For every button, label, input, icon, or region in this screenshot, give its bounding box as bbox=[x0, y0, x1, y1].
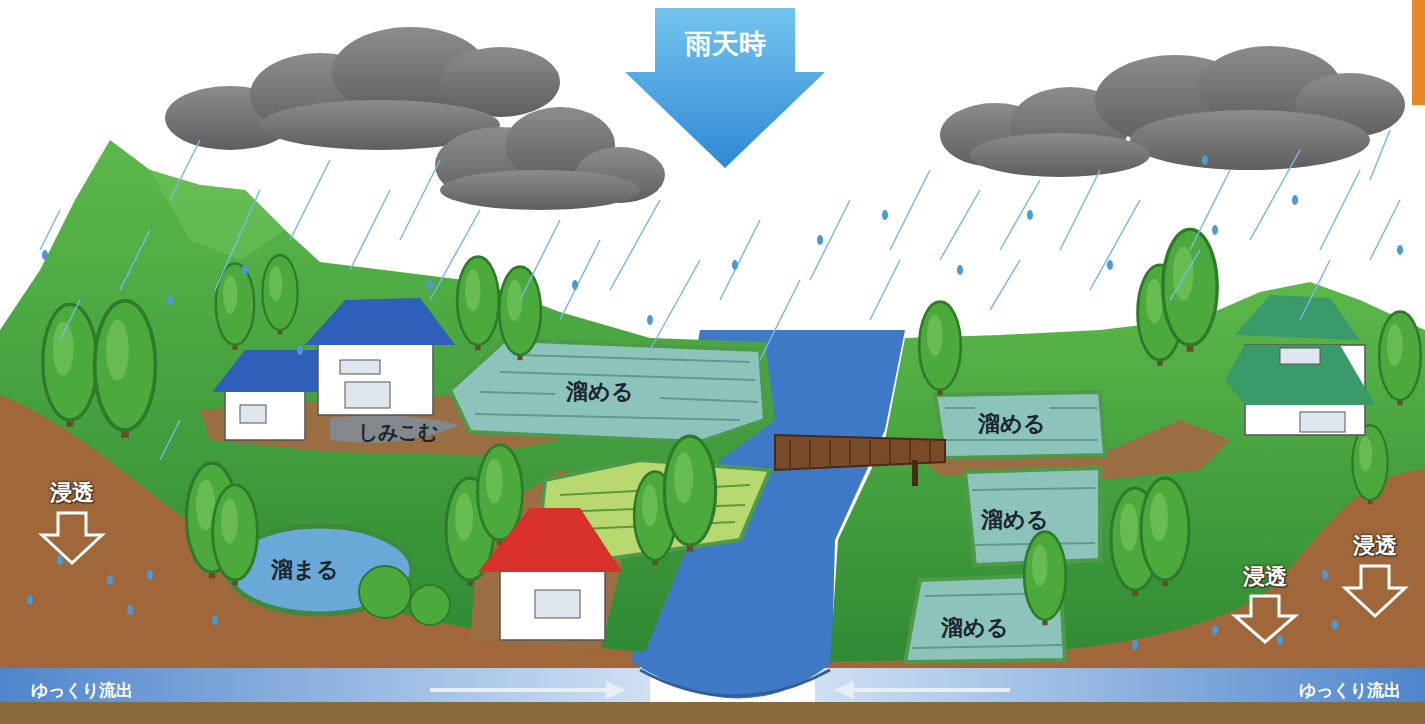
house-window bbox=[1280, 348, 1320, 364]
outflow-label: ゆっくり流出 bbox=[31, 680, 133, 700]
cloud bbox=[165, 27, 665, 210]
infiltration-arrow bbox=[1235, 596, 1295, 642]
infiltration-label: 浸透 bbox=[1353, 533, 1397, 559]
house-wall bbox=[500, 565, 605, 640]
house-window bbox=[1300, 412, 1345, 432]
groundwater-band bbox=[0, 668, 650, 702]
arrow-body bbox=[625, 8, 825, 168]
store-label: 溜める bbox=[981, 507, 1049, 533]
cloud-puff bbox=[970, 133, 1150, 177]
house-green bbox=[1225, 295, 1375, 435]
left-land bbox=[0, 140, 775, 652]
store-label: 溜める bbox=[941, 615, 1009, 641]
infiltration-label: 浸透 bbox=[1243, 564, 1287, 590]
tree bbox=[1163, 229, 1217, 351]
infiltration-label: 浸透 bbox=[50, 480, 94, 506]
paddy-rows bbox=[945, 408, 1098, 440]
paddy-rows bbox=[475, 355, 758, 420]
mountain-highlight bbox=[150, 170, 285, 260]
tree bbox=[43, 304, 97, 426]
bush bbox=[359, 566, 411, 618]
bedrock bbox=[0, 702, 1425, 724]
paddy-field bbox=[450, 340, 765, 442]
bridge-planks bbox=[790, 440, 930, 468]
tree bbox=[95, 301, 156, 438]
groundwater-band bbox=[815, 668, 1425, 702]
tree bbox=[213, 485, 258, 586]
paddy-rows bbox=[972, 488, 1095, 545]
tree bbox=[664, 436, 715, 551]
cloud-puff bbox=[1130, 110, 1370, 170]
pond-label: 溜まる bbox=[271, 557, 339, 583]
house-roof bbox=[1225, 345, 1375, 405]
tree bbox=[457, 257, 499, 351]
flow-arrowhead bbox=[606, 681, 626, 699]
tree bbox=[1141, 478, 1189, 586]
house-roof bbox=[478, 508, 622, 572]
house-roof bbox=[1235, 295, 1360, 340]
infiltration-arrow bbox=[1345, 566, 1405, 616]
house-wall bbox=[225, 385, 305, 440]
house-red bbox=[478, 508, 622, 640]
tree bbox=[262, 255, 297, 334]
rain-arrow: 雨天時 bbox=[625, 8, 825, 168]
flow-arrowhead bbox=[834, 681, 854, 699]
cloud bbox=[940, 46, 1405, 177]
house-window bbox=[340, 360, 380, 374]
tree bbox=[919, 302, 961, 396]
seep-label: しみこむ bbox=[358, 420, 438, 444]
edge-tab bbox=[1412, 0, 1425, 105]
house-blue bbox=[212, 298, 455, 440]
tree bbox=[499, 267, 541, 361]
cloud-puff bbox=[440, 170, 640, 210]
river-bed bbox=[640, 670, 830, 696]
flow-arrow bbox=[430, 688, 612, 692]
paddy-field bbox=[935, 392, 1105, 458]
house-window bbox=[345, 382, 390, 408]
arrow-text: 雨天時 bbox=[625, 26, 825, 62]
right-land bbox=[830, 282, 1425, 662]
house-wall bbox=[318, 340, 433, 415]
outflow-label: ゆっくり流出 bbox=[1299, 680, 1401, 700]
tree bbox=[1352, 425, 1387, 504]
house-window bbox=[535, 590, 580, 618]
bridge-post bbox=[912, 460, 918, 486]
store-label: 溜める bbox=[978, 411, 1046, 437]
raindrops bbox=[27, 155, 1403, 650]
house-window bbox=[240, 405, 266, 423]
tree bbox=[1379, 312, 1421, 406]
bridge bbox=[775, 435, 945, 470]
house-roof bbox=[305, 298, 455, 345]
flow-arrow bbox=[848, 688, 1010, 692]
rain-streaks bbox=[40, 130, 1400, 460]
bush bbox=[410, 585, 450, 625]
tree bbox=[1024, 532, 1066, 626]
house-roof bbox=[212, 350, 325, 392]
store-label: 溜める bbox=[566, 379, 634, 405]
infiltration-arrow bbox=[42, 513, 102, 563]
